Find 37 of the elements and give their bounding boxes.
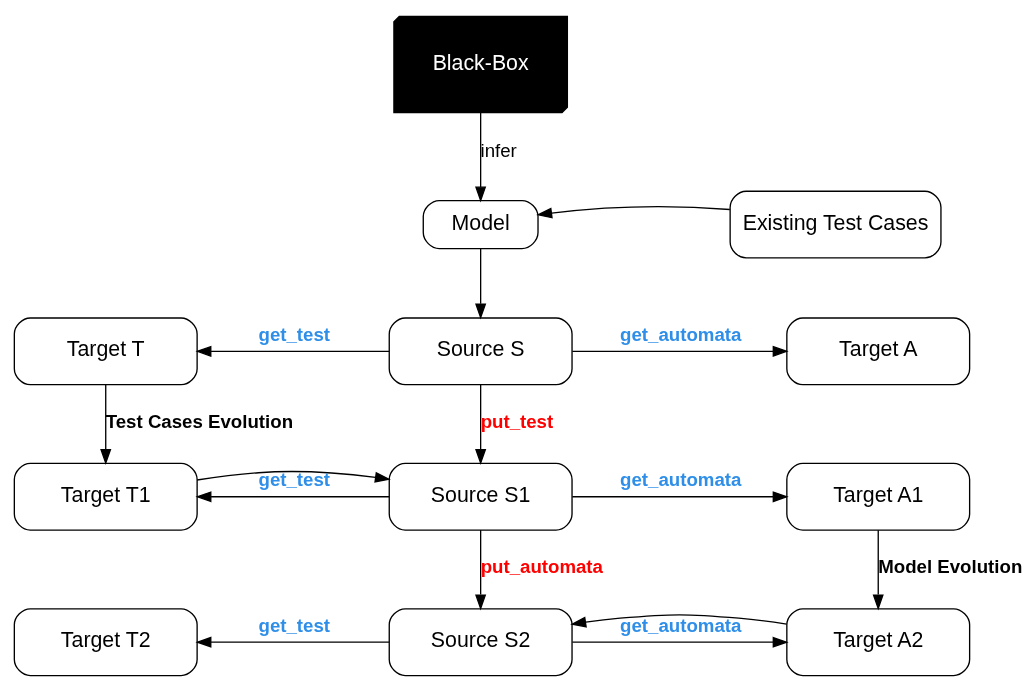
arrow — [872, 528, 884, 610]
arrow — [535, 205, 730, 219]
node-box: Target A2 — [785, 607, 970, 676]
edge-label: infer — [480, 139, 517, 161]
arrow — [571, 636, 789, 648]
edge-label: Model Evolution — [877, 555, 1022, 577]
edge-label: get_automata — [619, 614, 741, 636]
edge-label: get_test — [258, 323, 330, 345]
arrow — [569, 613, 787, 628]
node-box: Model — [422, 199, 539, 249]
edge-label: get_test — [258, 614, 330, 636]
arrow — [474, 111, 486, 202]
node-box: Existing Test Cases — [728, 190, 942, 259]
arrow — [571, 490, 789, 502]
arrow — [571, 345, 789, 357]
arrow — [194, 490, 390, 502]
arrow — [194, 345, 390, 357]
node-box: Source S — [388, 316, 573, 385]
node-box: Source S1 — [388, 462, 573, 531]
edge-label: get_automata — [619, 468, 741, 490]
edge-label: put_test — [480, 410, 553, 432]
arrow — [474, 247, 486, 320]
edge-label: Test Cases Evolution — [105, 410, 293, 432]
arrow — [194, 636, 390, 648]
edge-label: get_automata — [619, 323, 741, 345]
arrow — [474, 528, 486, 610]
node-box: Target A1 — [785, 462, 970, 531]
edge-label: put_automata — [480, 555, 603, 577]
node-box: Target T1 — [13, 462, 198, 531]
arrow — [99, 383, 111, 465]
node-box: Target A — [785, 316, 970, 385]
arrow — [195, 470, 391, 483]
edge-label: get_test — [258, 468, 330, 490]
node-box: Target T2 — [13, 607, 198, 676]
arrow — [474, 383, 486, 465]
node-box: Source S2 — [388, 607, 573, 676]
node-box: Target T — [13, 316, 198, 385]
